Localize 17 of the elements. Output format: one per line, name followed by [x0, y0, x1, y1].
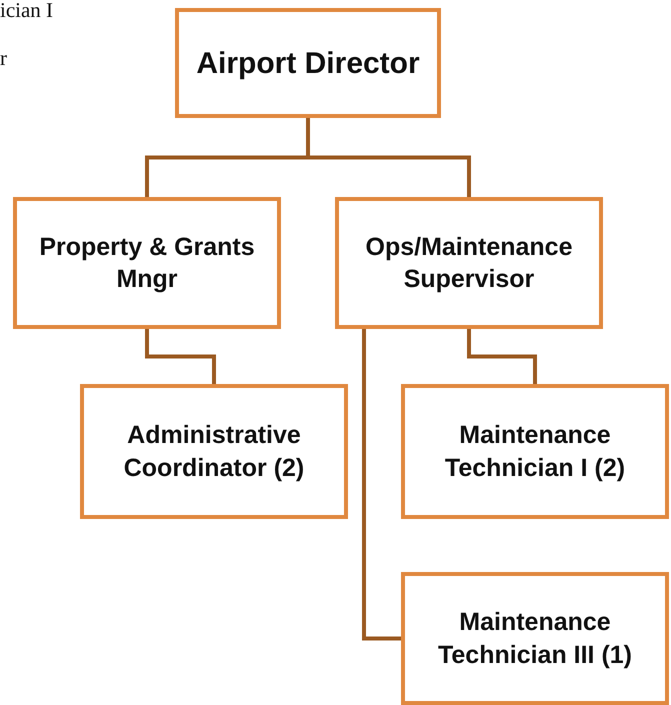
position-title: Administrative Coordinator (2): [122, 420, 306, 484]
position-box: [401, 384, 669, 519]
position-box: [335, 197, 603, 329]
position-title: Ops/Maintenance Supervisor: [364, 232, 574, 295]
connector-line: [362, 329, 401, 640]
cut-off-text: ician I: [0, 0, 54, 21]
position-box: [13, 197, 281, 329]
position-title: Maintenance Technician I (2): [444, 420, 626, 484]
position-title: Maintenance Technician III (1): [436, 607, 634, 670]
position-title: Property & Grants Mngr: [38, 232, 256, 295]
position-title: Airport Director: [196, 46, 420, 82]
connector-line: [467, 329, 537, 384]
position-box: [175, 8, 441, 118]
position-box: [80, 384, 348, 519]
connector-line: [145, 329, 216, 384]
cut-off-text: r: [0, 48, 7, 69]
position-box: [401, 572, 669, 705]
